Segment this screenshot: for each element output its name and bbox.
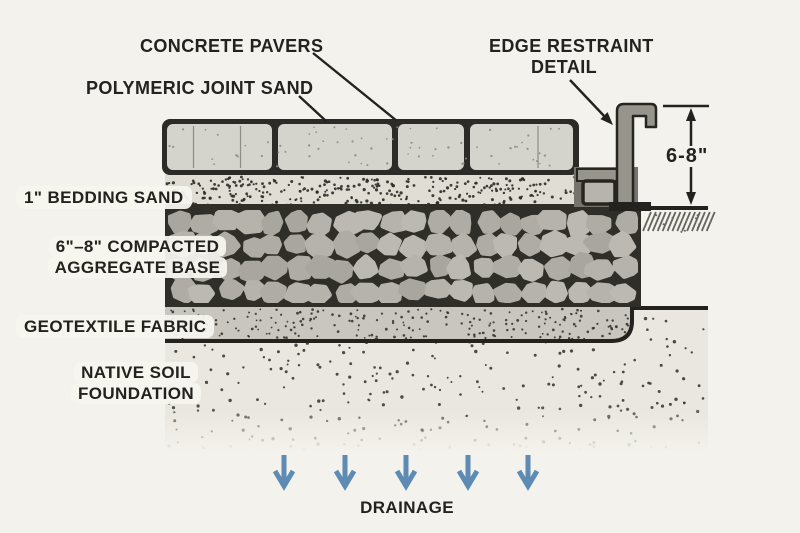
paver-joint-lines [192, 126, 539, 168]
geotextile-layer [165, 307, 634, 343]
paver-4 [470, 124, 573, 170]
leader-arrowhead [600, 112, 613, 125]
restraint-base [609, 202, 651, 211]
paver-1 [167, 124, 272, 170]
edge-restraint [574, 102, 658, 211]
label-native-soil: NATIVE SOIL FOUNDATION [55, 362, 217, 404]
height-dimension [663, 104, 709, 205]
drainage-arrows [272, 455, 540, 491]
label-edge-height: 6-8" [666, 145, 709, 167]
aggregate-base-layer [165, 204, 641, 307]
label-drainage: DRAINAGE [360, 498, 454, 517]
paver-3 [398, 124, 464, 170]
label-concrete-pavers: CONCRETE PAVERS [140, 36, 324, 56]
restraint-anchor-block [581, 179, 617, 206]
leader-joint-sand [298, 95, 327, 122]
restraint-profile [615, 102, 658, 208]
label-aggregate-base: 6"–8" COMPACTED AGGREGATE BASE [45, 236, 230, 278]
leader-edge-restraint [569, 79, 607, 119]
bedding-sand-layer [165, 173, 577, 208]
grade-hatch [639, 206, 716, 233]
label-edge-restraint: EDGE RESTRAINT DETAIL [489, 36, 654, 77]
label-geotextile-fabric: GEOTEXTILE FABRIC [16, 315, 215, 338]
label-bedding-sand: 1" BEDDING SAND [16, 186, 192, 209]
leader-lines [298, 52, 613, 125]
paver-2 [278, 124, 392, 170]
paver-course [162, 119, 579, 175]
leader-concrete-pavers [312, 52, 398, 122]
label-polymeric-joint-sand: POLYMERIC JOINT SAND [86, 78, 314, 98]
